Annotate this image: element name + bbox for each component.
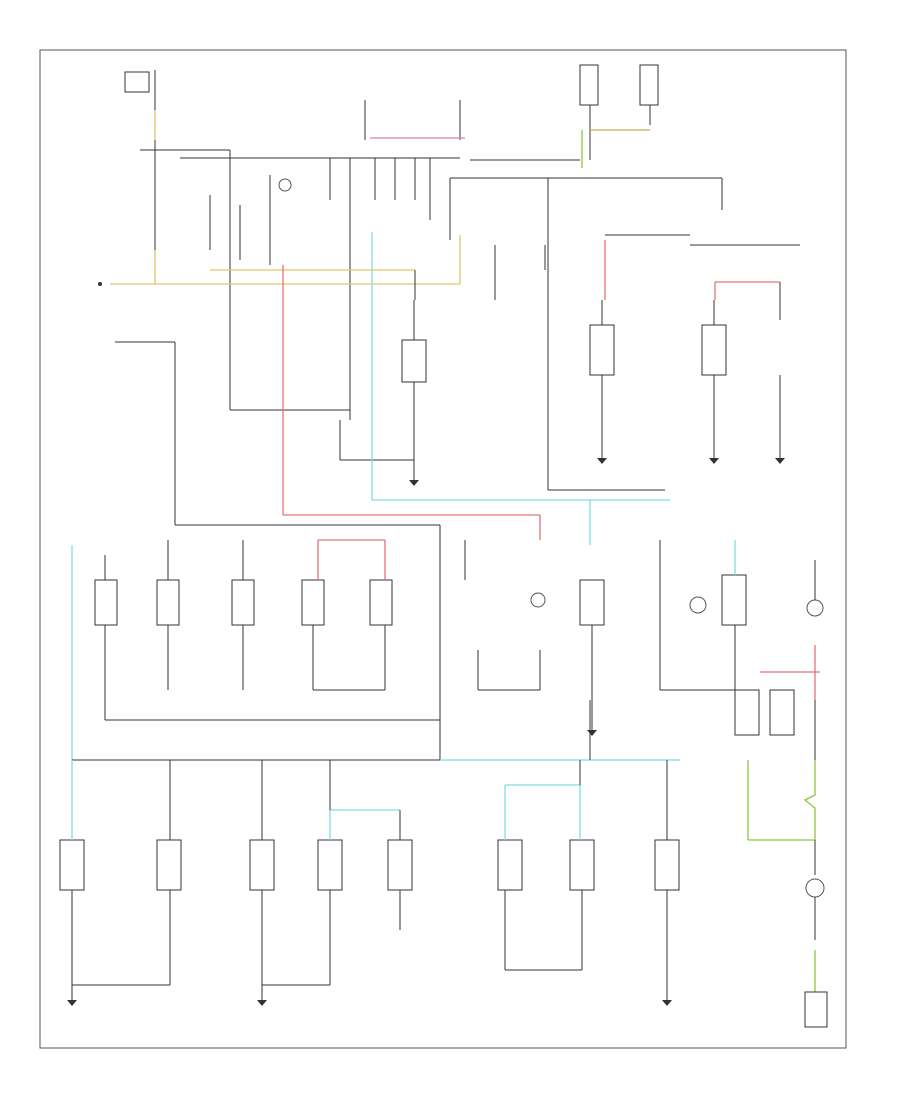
module-connector [579, 64, 599, 106]
lamp-socket [497, 839, 523, 891]
lamp-socket [94, 579, 118, 626]
lamp-socket [734, 689, 760, 736]
indicator-lamp-icon [805, 878, 825, 898]
lamp-socket [569, 839, 595, 891]
indicator-lamp-icon [689, 596, 707, 614]
lamp-socket [59, 839, 85, 891]
ground-icon [67, 1000, 77, 1006]
green-wire [803, 760, 816, 840]
fuse-junction-box [124, 71, 150, 93]
module-connector [639, 64, 659, 106]
module-connector [701, 324, 727, 376]
ground-icon [587, 730, 597, 736]
ground-icon [597, 458, 607, 464]
ground-icon [257, 1000, 267, 1006]
ground-icon [709, 458, 719, 464]
indicator-lamp-icon [278, 178, 292, 192]
module-connector [804, 991, 828, 1028]
lamp-socket [317, 839, 343, 891]
lower-cluster-row1 [71, 525, 824, 875]
splice-node [98, 282, 102, 286]
lamp-socket [156, 839, 182, 891]
lamp-socket [579, 579, 605, 626]
diagram-frame [39, 49, 847, 1049]
ground-icon [775, 458, 785, 464]
module-connector [721, 574, 747, 626]
lamp-socket [231, 579, 255, 626]
lamp-socket [769, 689, 795, 736]
lamp-socket [387, 839, 413, 891]
top-section [98, 64, 800, 491]
ground-icon [662, 1000, 672, 1006]
lamp-socket [301, 579, 325, 626]
ground-icon [409, 480, 419, 486]
lamp-socket [156, 579, 180, 626]
panel-switch [401, 339, 427, 383]
lamp-socket [654, 839, 680, 891]
indicator-lamp-icon [530, 592, 546, 608]
lower-cluster-row2 [59, 700, 828, 1028]
module-connector [589, 324, 615, 376]
lamp-socket [249, 839, 275, 891]
middle-section [115, 232, 785, 545]
indicator-lamp-icon [806, 599, 824, 617]
lamp-socket [369, 579, 393, 626]
